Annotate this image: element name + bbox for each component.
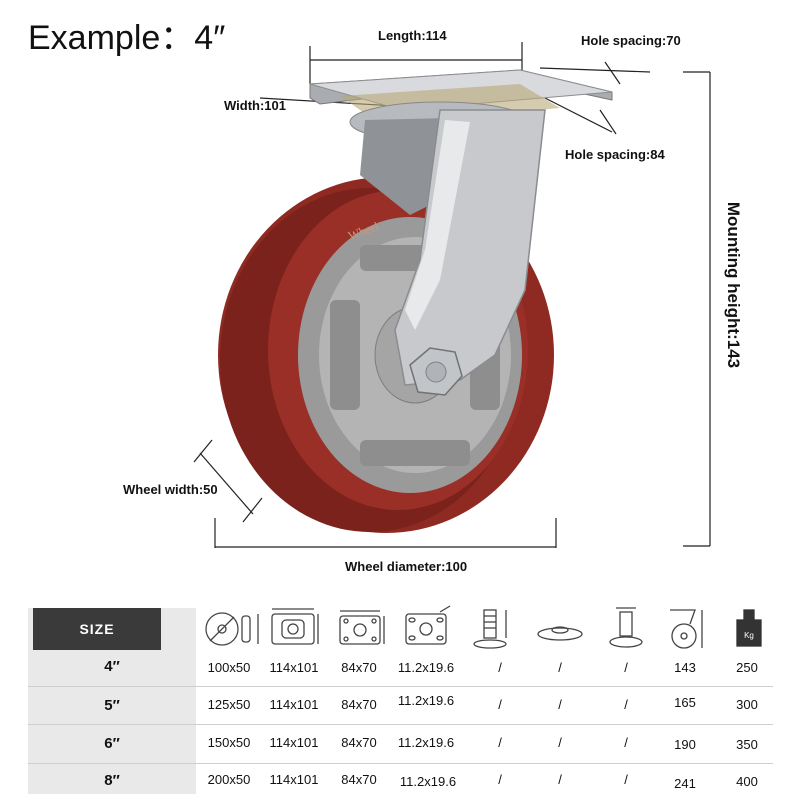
- hole-spacing-cell: 84x70: [341, 772, 377, 787]
- mounting-height-cell: 143: [674, 660, 696, 675]
- stem-cell: /: [624, 735, 628, 750]
- top-plate-cell: 114x101: [269, 772, 319, 787]
- bolt-hole-cell: 11.2x19.6: [397, 660, 455, 675]
- length-label: Length:114: [378, 28, 447, 43]
- wheel-width-label: Wheel width:50: [123, 482, 218, 497]
- hole-spacing-cell: 84x70: [341, 735, 377, 750]
- stem-cell: /: [624, 660, 628, 675]
- page-title: Example：4″: [28, 19, 226, 57]
- stem-length-cell: /: [498, 660, 502, 675]
- wheel-size-cell: 125x50: [207, 697, 251, 712]
- table-row: 5″ 125x50 114x101 84x70 11.2x19.6 / / / …: [28, 687, 773, 724]
- spec-table-body: 4″ 100x50 114x101 84x70 11.2x19.6 / / / …: [28, 650, 773, 800]
- bolt-hole-cell: 11.2x19.6: [397, 693, 455, 708]
- size-cell: 5″: [104, 697, 120, 714]
- stem-cell: /: [624, 772, 628, 787]
- hole-spacing-top-label: Hole spacing:70: [581, 33, 681, 48]
- load-weight-icon: [736, 609, 762, 647]
- mount-plate-cell: /: [558, 772, 562, 787]
- load-cell: 400: [736, 774, 758, 789]
- table-row: 4″ 100x50 114x101 84x70 11.2x19.6 / / / …: [28, 650, 773, 686]
- table-header-icons: Kg: [205, 605, 762, 649]
- mounting-height-icon: [670, 609, 703, 649]
- size-header: SIZE: [33, 608, 161, 650]
- wheel-size-cell: 100x50: [207, 660, 251, 675]
- row-divider: [28, 724, 773, 725]
- table-row: 8″ 200x50 114x101 84x70 11.2x19.6 / / / …: [28, 764, 773, 800]
- size-cell: 6″: [104, 735, 120, 752]
- stem-length-cell: /: [498, 735, 502, 750]
- hole-spacing-cell: 84x70: [341, 660, 377, 675]
- dimension-lines: [193, 42, 711, 548]
- weight-unit: Kg: [744, 631, 754, 640]
- stem-length-cell: /: [498, 772, 502, 787]
- size-cell: 8″: [104, 772, 120, 789]
- mount-plate-cell: /: [558, 697, 562, 712]
- mount-plate-icon: [537, 626, 583, 641]
- hole-spacing-right-label: Hole spacing:84: [565, 147, 665, 162]
- bolt-hole-cell: 11.2x19.6: [399, 774, 457, 789]
- stem-length-cell: /: [498, 697, 502, 712]
- row-divider: [28, 763, 773, 764]
- hole-spacing-cell: 84x70: [341, 697, 377, 712]
- bolt-hole-icon: [405, 605, 451, 645]
- wheel-size-cell: 200x50: [207, 772, 251, 787]
- mounting-height-cell: 241: [674, 776, 696, 791]
- mounting-height-cell: 165: [674, 695, 696, 710]
- stem-length-icon: [473, 609, 507, 649]
- top-plate-icon: [271, 608, 319, 645]
- top-plate-cell: 114x101: [269, 735, 319, 750]
- load-cell: 250: [736, 660, 758, 675]
- top-plate-cell: 114x101: [269, 660, 319, 675]
- hole-spacing-icon: [339, 610, 385, 645]
- mounting-height-label: Mounting height:143: [724, 201, 743, 369]
- stem-cell: /: [624, 697, 628, 712]
- width-label: Width:101: [224, 98, 286, 113]
- load-cell: 300: [736, 697, 758, 712]
- load-cell: 350: [736, 737, 758, 752]
- stem-icon: [609, 607, 643, 648]
- top-plate-cell: 114x101: [269, 697, 319, 712]
- wheel-size-cell: 150x50: [207, 735, 251, 750]
- table-row: 6″ 150x50 114x101 84x70 11.2x19.6 / / / …: [28, 725, 773, 763]
- bolt-hole-cell: 11.2x19.6: [397, 735, 455, 750]
- size-cell: 4″: [104, 658, 120, 675]
- mounting-height-cell: 190: [674, 737, 696, 752]
- wheel-size-icon: [205, 612, 259, 646]
- row-divider: [28, 686, 773, 687]
- wheel-diameter-label: Wheel diameter:100: [345, 559, 468, 574]
- mount-plate-cell: /: [558, 660, 562, 675]
- mount-plate-cell: /: [558, 735, 562, 750]
